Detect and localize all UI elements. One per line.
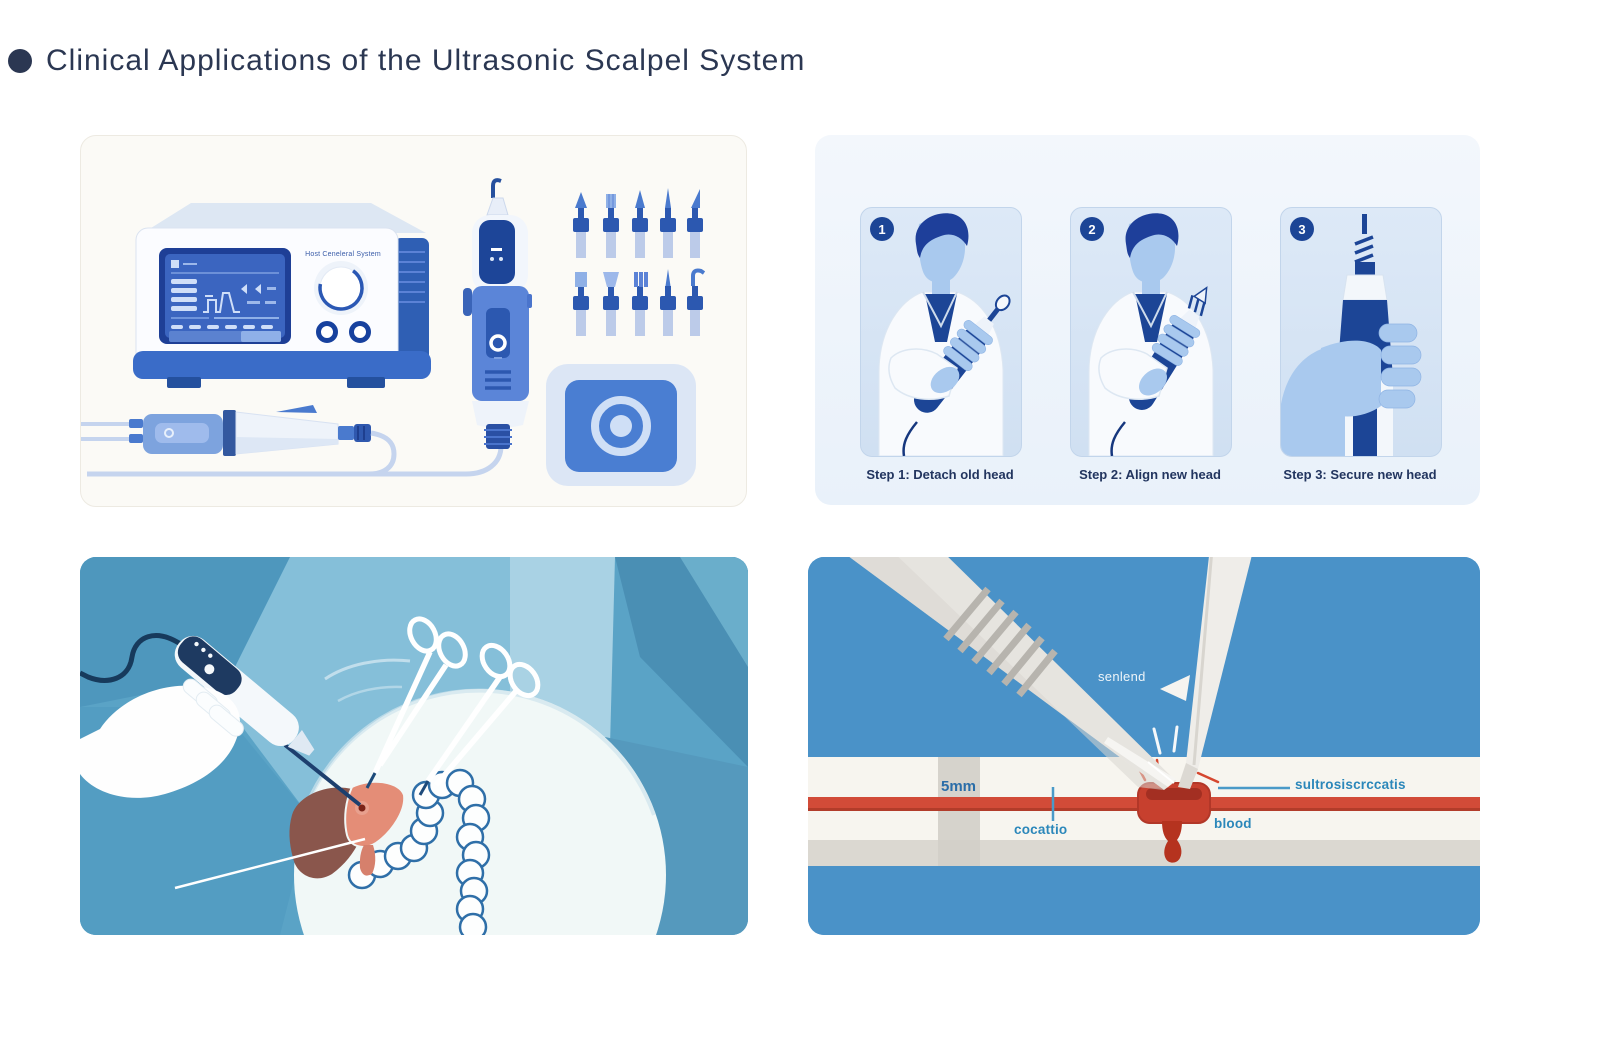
intestines-icon	[347, 768, 491, 935]
vessel-sealing-illustration	[808, 557, 1480, 935]
bullet-icon	[8, 49, 32, 73]
surgeon-handpiece-icon	[80, 633, 362, 807]
scalpel-tips-row1-icon	[573, 188, 703, 258]
step-2-block: 2	[1070, 207, 1232, 482]
panel-surgical-application	[80, 557, 748, 935]
step-2-card: 2	[1070, 207, 1232, 457]
tissue-lower-band	[808, 840, 1480, 866]
gloved-hand-icon	[80, 678, 244, 798]
step-2-caption: Step 2: Align new head	[1079, 467, 1221, 482]
step-3-caption: Step 3: Secure new head	[1283, 467, 1437, 482]
page-header: Clinical Applications of the Ultrasonic …	[8, 44, 805, 78]
surgery-illustration	[80, 557, 748, 935]
step-1-illustration	[878, 213, 1011, 456]
step-1-block: 1	[860, 207, 1022, 482]
sealed-site-icon	[1137, 782, 1211, 863]
step-1-card: 1	[860, 207, 1022, 457]
measurement-strip	[938, 757, 980, 866]
scalpel-tips-row2-icon	[573, 268, 706, 336]
step-2-badge: 2	[1080, 217, 1104, 241]
scissors-icon	[365, 616, 468, 789]
blood-drop-icon	[1162, 821, 1182, 863]
transducer-connector-icon	[81, 405, 504, 477]
step-3-card: 3	[1280, 207, 1442, 457]
generator-unit-icon	[133, 203, 431, 388]
forceps-icon	[418, 642, 541, 796]
gripping-hand-icon	[1281, 323, 1422, 456]
step-1-caption: Step 1: Detach old head	[866, 467, 1014, 482]
equipment-illustration	[81, 178, 706, 486]
step-3-illustration	[1281, 214, 1422, 456]
page-title: Clinical Applications of the Ultrasonic …	[46, 44, 806, 77]
step-3-block: 3	[1280, 207, 1442, 482]
retractor-line	[174, 837, 366, 890]
panel-head-replacement-steps: 1	[815, 135, 1480, 505]
liver-icon	[289, 780, 406, 879]
panel-vessel-sealing: senlend 5mm cocattio sultrosiscrccatis b…	[808, 557, 1480, 935]
step-2-illustration	[1088, 213, 1214, 456]
foot-pedal-icon	[546, 364, 696, 486]
panel-equipment-overview: Host Ceneleral System	[80, 135, 747, 507]
step-1-badge: 1	[870, 217, 894, 241]
handpiece-icon	[463, 178, 532, 449]
label-leader-lines	[1051, 786, 1290, 821]
step-3-badge: 3	[1290, 217, 1314, 241]
probe-instrument-icon	[1160, 557, 1252, 789]
